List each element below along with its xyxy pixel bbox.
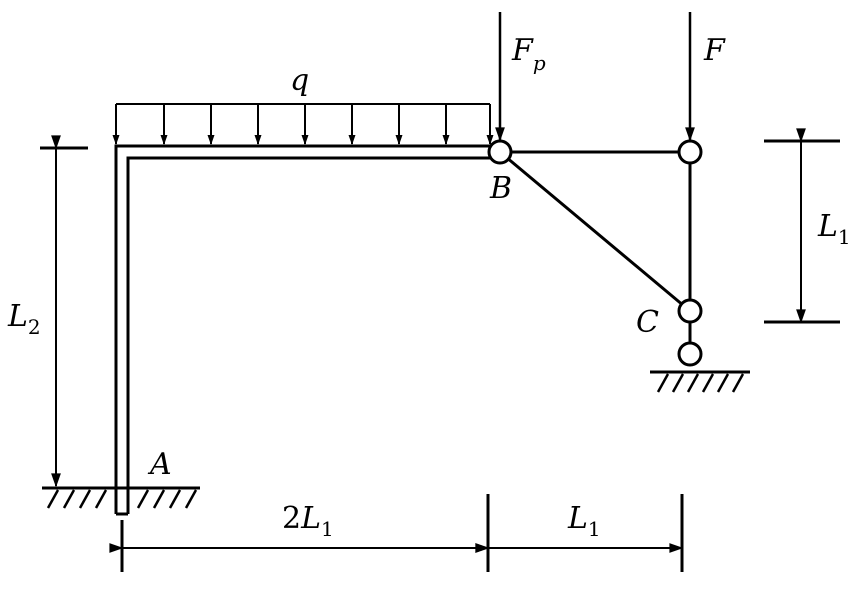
dimension-l1-right <box>764 128 840 324</box>
label-a: A <box>147 447 172 482</box>
dimension-l2 <box>40 135 88 488</box>
dimension-bottom <box>109 494 684 572</box>
label-2l1: 2L1 <box>282 501 334 541</box>
label-fp: Fp <box>511 33 546 75</box>
hinge-support <box>677 341 703 367</box>
bar-b-c <box>499 150 691 313</box>
label-l1-right: L1 <box>817 209 851 249</box>
label-c: C <box>636 305 659 340</box>
distributed-load-q <box>112 103 494 145</box>
hinge-c <box>677 298 703 324</box>
label-l1-bottom: L1 <box>567 501 601 541</box>
label-f: F <box>703 33 726 68</box>
label-b: B <box>489 171 512 206</box>
hinge-top-right <box>677 139 703 165</box>
label-l2: L2 <box>7 299 41 339</box>
label-q: q <box>290 63 309 98</box>
hinge-b <box>487 139 513 165</box>
fixed-support-a <box>42 486 200 509</box>
truss-bars <box>499 150 692 354</box>
ground-support-c <box>650 370 750 393</box>
frame-member-ab <box>114 144 490 516</box>
